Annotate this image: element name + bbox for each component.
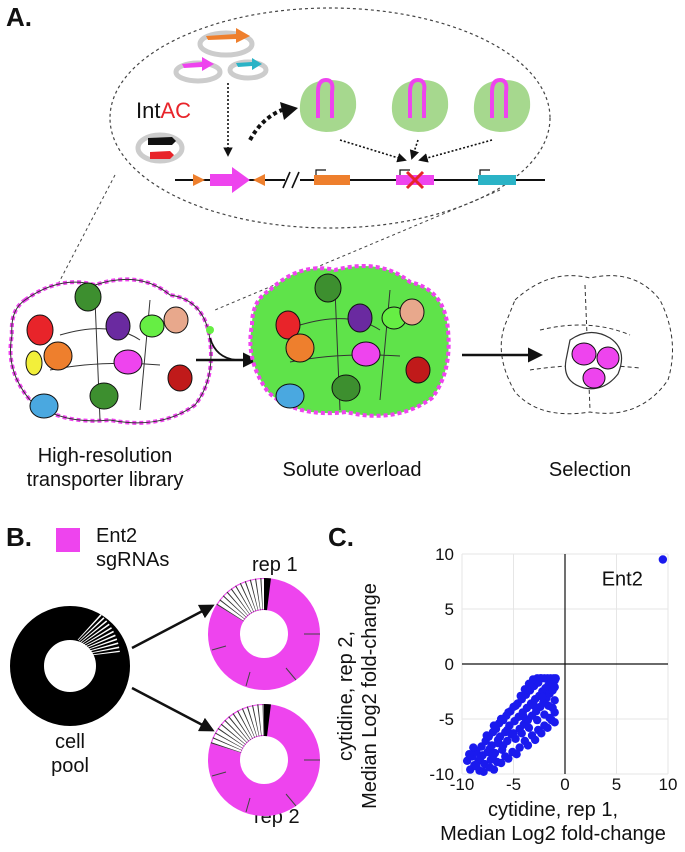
annotation-ent2: Ent2 [602,569,643,591]
data-point [509,729,518,738]
data-point [519,712,528,721]
data-point [465,750,474,759]
y-axis-label-line1: cytidine, rep 2, [335,630,357,762]
data-point [515,743,524,752]
overload-cells [248,264,451,418]
caption-overload: Solute overload [282,459,422,481]
intac-label: IntAC [136,98,191,124]
donut-rep2 [208,704,320,816]
data-point [482,731,491,740]
zoom-line-left [54,174,116,291]
pool-line2: pool [51,755,89,777]
data-point [512,750,521,759]
panel-a-label: A. [6,2,32,32]
data-point [469,743,478,752]
panel-c-label: C. [328,522,354,552]
data-point [472,762,481,771]
donut-rep1 [208,578,320,690]
y-tick-label: 0 [445,655,454,674]
data-point [544,701,553,710]
data-point [504,754,513,763]
data-point [517,729,526,738]
data-point [493,735,503,745]
legend-line1: Ent2 [96,525,138,547]
intac-ac: AC [160,98,192,123]
plasmid-orange [197,28,255,58]
legend-line2: sgRNAs [96,549,170,571]
y-tick-label: 5 [445,600,454,619]
x-tick-label: -5 [506,775,521,794]
data-point [547,715,556,725]
data-point [551,674,560,683]
caption-library-line2: transporter library [26,469,184,491]
ent2-point [658,555,668,564]
library-cells [8,277,213,425]
arrow-to-rep2 [131,686,215,732]
cas-complex-1 [299,77,357,132]
genome-line [175,167,545,193]
data-point [550,696,559,705]
data-point [530,735,540,745]
caption-library: High-resolution transporter library [0,444,210,492]
data-point [489,765,499,774]
panel-b-label: B. [6,522,32,552]
panel-a-diagram [8,7,673,425]
data-point [529,701,539,710]
plasmid-teal [227,58,269,81]
data-point [537,729,546,738]
legend-swatch [56,528,80,552]
data-point [523,741,533,750]
y-tick-label: -5 [439,710,454,729]
data-point [543,723,552,732]
x-axis-label-line2: Median Log2 fold-change [440,823,666,845]
data-point [476,753,485,762]
x-tick-label: 0 [560,775,569,794]
selection-cells [500,275,673,415]
y-axis-label-line2: Median Log2 fold-change [359,583,381,809]
data-point [524,723,534,732]
pool-label: cell pool [30,730,110,778]
rep1-label: rep 1 [252,554,298,576]
data-point [496,758,506,768]
solute-dot [206,326,214,334]
legend-text: Ent2 sgRNAs [96,524,169,572]
y-tick-label: 10 [435,545,454,564]
data-point [550,682,559,692]
arrow-to-rep1 [131,604,215,650]
data-point [485,744,495,753]
caption-selection: Selection [548,459,632,481]
cas-complex-3 [473,77,531,132]
data-point [511,701,520,710]
x-tick-label: -10 [450,775,475,794]
x-axis-label: cytidine, rep 1, Median Log2 fold-change [418,798,685,846]
data-point [496,714,506,724]
donut-cell-pool [10,606,130,726]
pool-line1: cell [54,731,85,753]
data-point [503,725,512,735]
intac-int: Int [136,98,161,123]
x-tick-label: 5 [612,775,621,794]
data-point [532,715,542,725]
plasmid-intac [135,132,185,164]
data-point [479,767,488,776]
data-point [504,708,513,717]
zoom-ellipse [109,7,551,229]
data-point [516,691,525,701]
plasmid-magenta [173,57,223,84]
data-point [499,741,508,750]
y-tick-label: -10 [429,765,454,784]
data-point [536,674,545,683]
x-axis-label-line1: cytidine, rep 1, [487,799,619,821]
data-point [540,710,549,719]
x-tick-label: 10 [659,775,678,794]
data-point [538,692,547,702]
caption-library-line1: High-resolution [37,445,173,467]
data-point [488,752,498,761]
cas-complex-2 [391,77,449,132]
data-point [489,721,499,730]
